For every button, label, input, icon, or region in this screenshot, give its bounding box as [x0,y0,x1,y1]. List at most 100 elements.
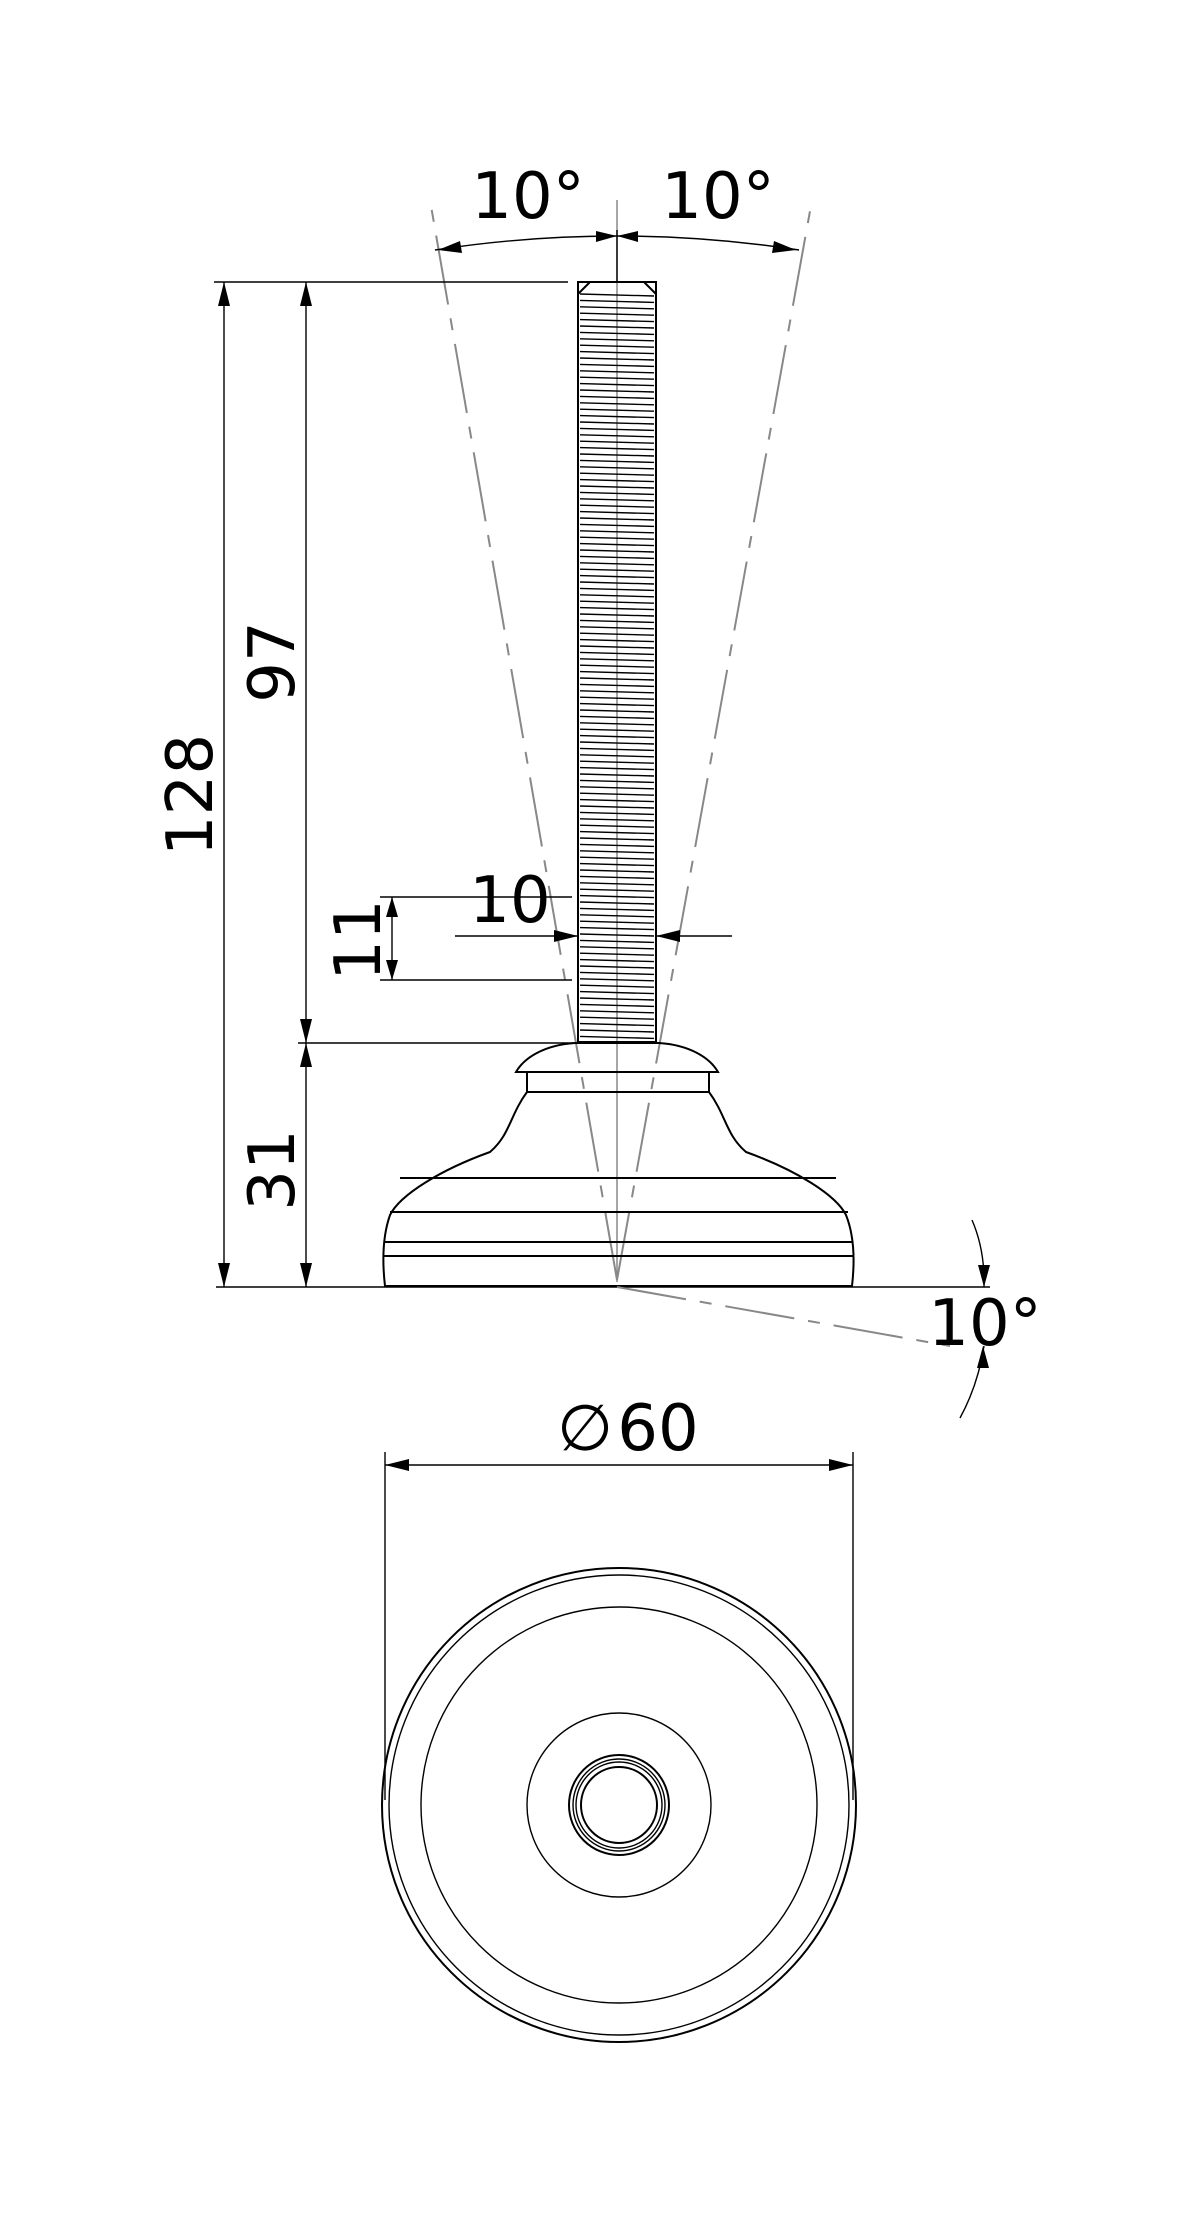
thread-crest [579,293,655,297]
thread-crest [579,882,655,886]
top-view: ∅ 60 [381,1392,857,2043]
thread-crest [579,498,655,502]
thread-crest [579,792,655,796]
thread-crest [579,997,655,1001]
thread-crest [579,632,655,636]
thread-crest [579,350,655,355]
thread-crest [579,606,655,611]
thread-crest [579,344,655,348]
thread-crest [579,421,655,425]
thread-crest [579,549,655,553]
thread-crest [579,440,655,444]
thread-crest [579,869,655,873]
thread-crest [579,638,655,643]
thread-crest [579,766,655,771]
threaded-stud [577,281,657,1043]
thread-crest [579,837,655,841]
dim-top-angles: 10° 10° [434,160,800,282]
base-height-label: 31 [236,1129,310,1210]
thread-crest [579,581,655,585]
side-view: 128 97 31 11 10 [154,160,1042,1419]
thread-crest [579,664,655,668]
thread-crest [579,402,655,406]
thread-crest [579,395,655,400]
thread-crest [579,491,655,496]
thread-crest [579,382,655,387]
thread-crest [579,734,655,739]
thread-crest [579,773,655,777]
thread-crest [579,517,655,521]
thread-crest [579,683,655,688]
thread-crest [579,690,655,694]
thread-crest [579,485,655,489]
thread-crest [579,651,655,656]
thread-crest [579,811,655,816]
thread-crest [579,613,655,617]
thread-crest [579,728,655,732]
thread-crest [579,862,655,867]
base-diameter-label: 60 [617,1392,698,1466]
dim-base-tilt: 10° [928,1219,1042,1419]
thread-crest [579,926,655,931]
thread-crest [579,830,655,835]
thread-crest [579,1029,655,1033]
thread-crest [579,747,655,752]
thread-crest [579,658,655,662]
thread-crest [579,325,655,329]
thread-crest [579,299,655,304]
overall-height-label: 128 [154,734,228,856]
thread-crest [579,338,655,342]
thread-crest [579,568,655,572]
dim-base-diameter: ∅ 60 [384,1392,854,1800]
thread-crest [579,958,655,963]
thread-crest [579,1022,655,1027]
thread-crest [579,933,655,937]
thread-crest [579,722,655,726]
thread-crest [579,389,655,393]
thread-crest [579,907,655,912]
thread-crest [579,978,655,982]
thread-crest [579,414,655,419]
thread-crest [579,709,655,713]
leveling-base [382,1091,855,1287]
angle-right-label: 10° [661,160,774,234]
dim-thread-diameter: 10 [455,864,732,942]
thread-crest [579,696,655,700]
angle-left-label: 10° [471,160,584,234]
thread-crest [579,984,655,988]
thread-crest [579,1010,655,1014]
thread-crest [579,408,655,412]
thread-crest [579,875,655,880]
thread-diameter-label: 10 [469,864,550,938]
thread-crest [579,856,655,860]
thread-crest [579,824,655,828]
thread-lines [579,293,655,1040]
thread-crest [579,523,655,528]
thread-crest [579,850,655,854]
thread-crest [579,914,655,918]
thread-crest [579,312,655,316]
thread-crest [579,715,655,720]
thread-crest [579,478,655,483]
thread-crest [579,562,655,566]
thread-crest [579,920,655,924]
thread-crest [579,504,655,508]
tilt-line-left [429,199,618,1281]
base-tilt-label: 10° [928,1287,1041,1361]
thread-crest [579,318,655,323]
thread-crest [579,965,655,969]
thread-crest [579,818,655,822]
thread-crest [579,677,655,681]
thread-crest [579,626,655,630]
thread-crest [579,798,655,803]
thread-crest [579,459,655,464]
thread-crest [579,357,655,361]
thread-crest [579,1003,655,1008]
thread-crest [579,741,655,745]
thread-crest [579,555,655,560]
thread-crest [579,600,655,604]
thread-crest [579,786,655,790]
thread-crest [579,331,655,336]
thread-crest [579,536,655,540]
